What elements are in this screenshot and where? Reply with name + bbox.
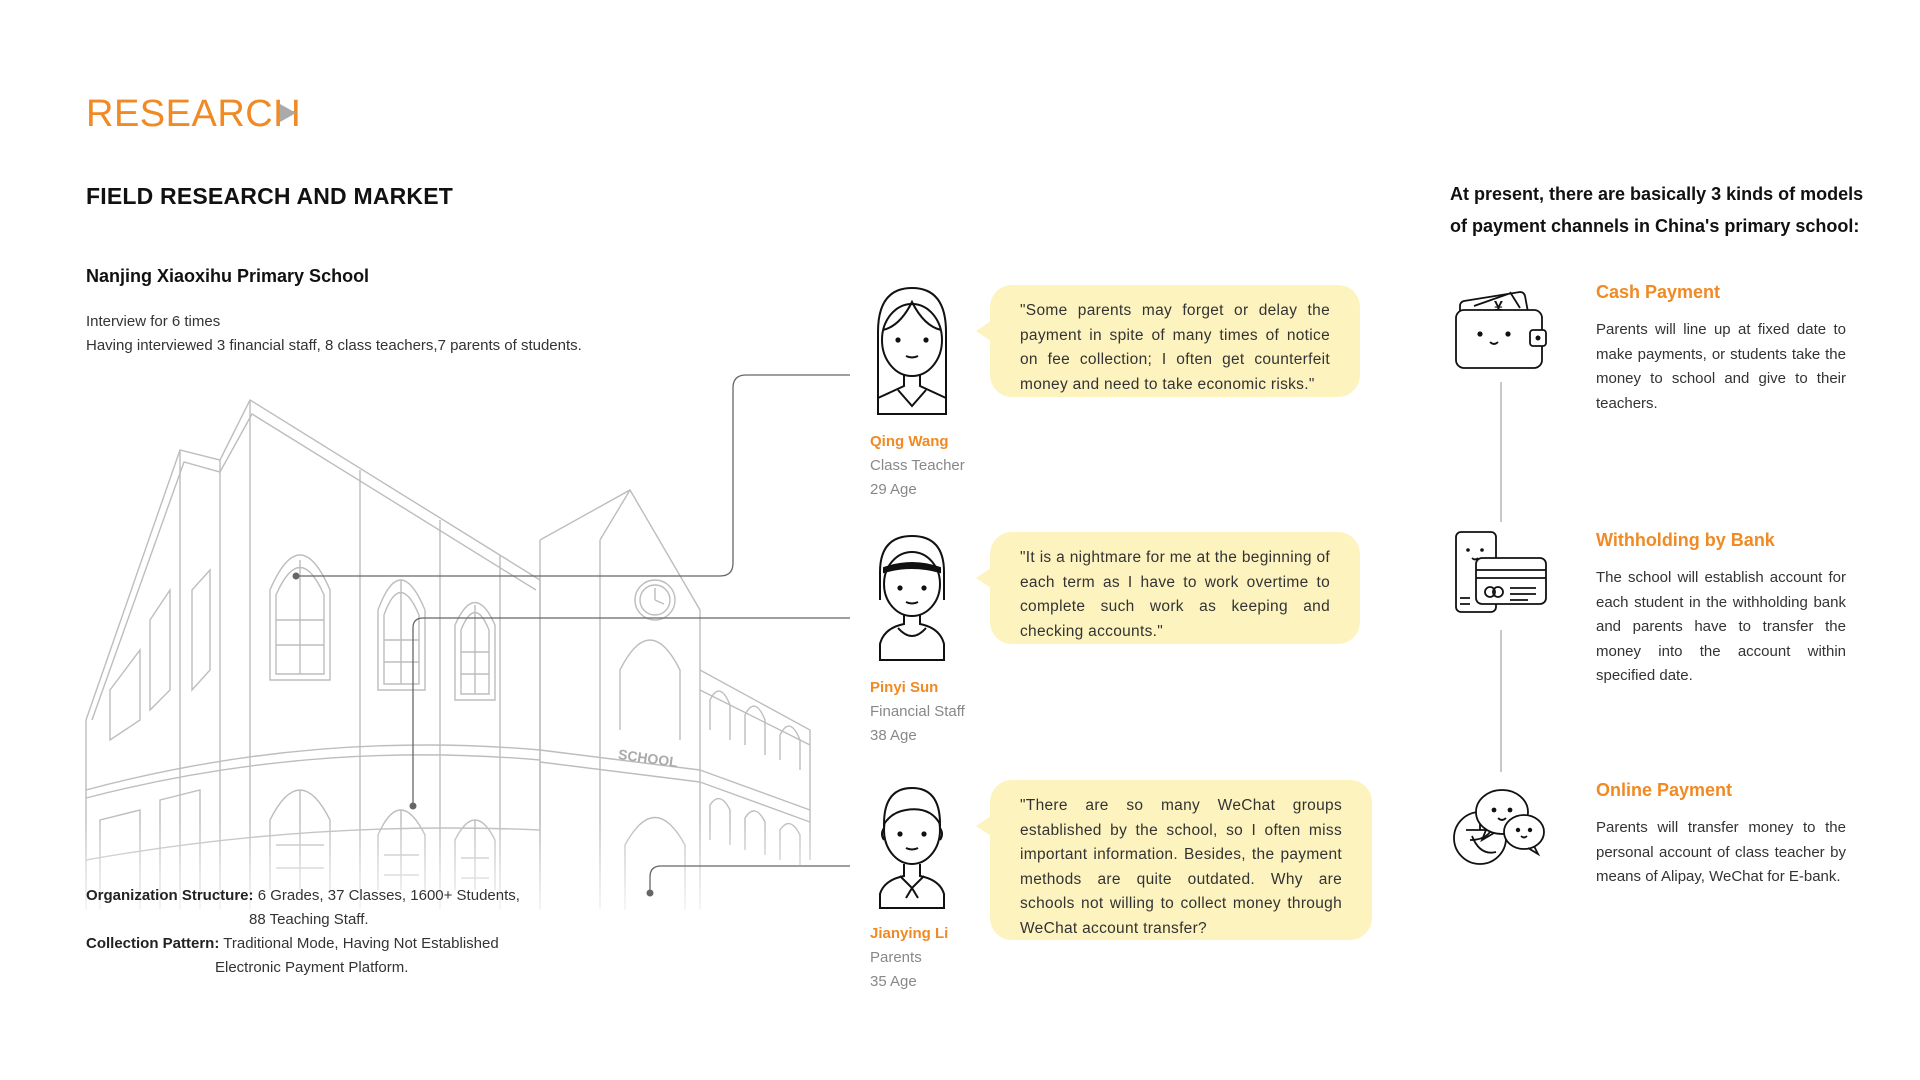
school-name: Nanjing Xiaoxihu Primary School — [86, 266, 370, 286]
wallet-icon: ¥ — [1455, 291, 1547, 369]
male-parent-avatar-icon — [879, 786, 945, 909]
intro-line: of payment channels in China's primary s… — [1450, 216, 1860, 236]
persona-role: Financial Staff — [870, 703, 965, 720]
org-structure-label: Organization Structure: — [86, 887, 254, 904]
collection-pattern-value-cont: Electronic Payment Platform. — [215, 959, 409, 976]
quote-bubble: "There are so many WeChat groups establi… — [976, 780, 1372, 940]
persona-role: Class Teacher — [870, 457, 965, 474]
school-building-illustration: SCHOOL — [80, 399, 820, 930]
org-structure-value: 6 Grades, 37 Classes, 1600+ Students, — [257, 887, 520, 904]
persona-role: Parents — [870, 949, 922, 966]
persona-name: Jianying Li — [870, 925, 949, 942]
interviewees-summary: Having interviewed 3 financial staff, 8 … — [86, 337, 582, 354]
payment-channels-intro: At present, there are basically 3 kinds … — [1450, 178, 1870, 242]
channel-title: Cash Payment — [1596, 282, 1721, 302]
play-arrow-icon — [280, 104, 296, 122]
persona-name: Qing Wang — [870, 433, 949, 450]
page-title: RESEARCH — [86, 93, 302, 135]
svg-text:¥: ¥ — [1494, 299, 1503, 316]
quote-bubble: "Some parents may forget or delay the pa… — [976, 285, 1360, 397]
persona-age: 38 Age — [870, 727, 917, 744]
organization-structure: Organization Structure: 6 Grades, 37 Cla… — [86, 884, 586, 932]
building-sign: SCHOOL — [617, 746, 679, 770]
channel-divider — [1500, 382, 1502, 522]
persona-name: Pinyi Sun — [870, 679, 939, 696]
channel-title: Withholding by Bank — [1596, 530, 1775, 550]
persona-age: 35 Age — [870, 973, 917, 990]
bank-card-icon — [1455, 531, 1547, 613]
intro-line: At present, there are basically 3 kinds … — [1450, 184, 1864, 204]
channel-divider — [1500, 630, 1502, 772]
collection-pattern-value: Traditional Mode, Having Not Established — [223, 935, 499, 952]
channel-description: Parents will transfer money to the perso… — [1596, 819, 1846, 885]
collection-pattern: Collection Pattern: Traditional Mode, Ha… — [86, 932, 586, 980]
alipay-wechat-icon — [1453, 789, 1545, 865]
female-staff-avatar-icon — [879, 534, 945, 661]
org-structure-value-cont: 88 Teaching Staff. — [249, 911, 369, 928]
channel-title: Online Payment — [1596, 780, 1733, 800]
collection-pattern-label: Collection Pattern: — [86, 935, 220, 952]
interview-count: Interview for 6 times — [86, 313, 221, 330]
female-teacher-avatar-icon — [877, 286, 947, 415]
section-heading: FIELD RESEARCH AND MARKET — [86, 183, 454, 209]
channel-description: Parents will line up at fixed date to ma… — [1596, 321, 1846, 412]
quote-bubble: "It is a nightmare for me at the beginni… — [976, 532, 1360, 644]
channel-description: The school will establish account for ea… — [1596, 569, 1846, 684]
persona-age: 29 Age — [870, 481, 917, 498]
